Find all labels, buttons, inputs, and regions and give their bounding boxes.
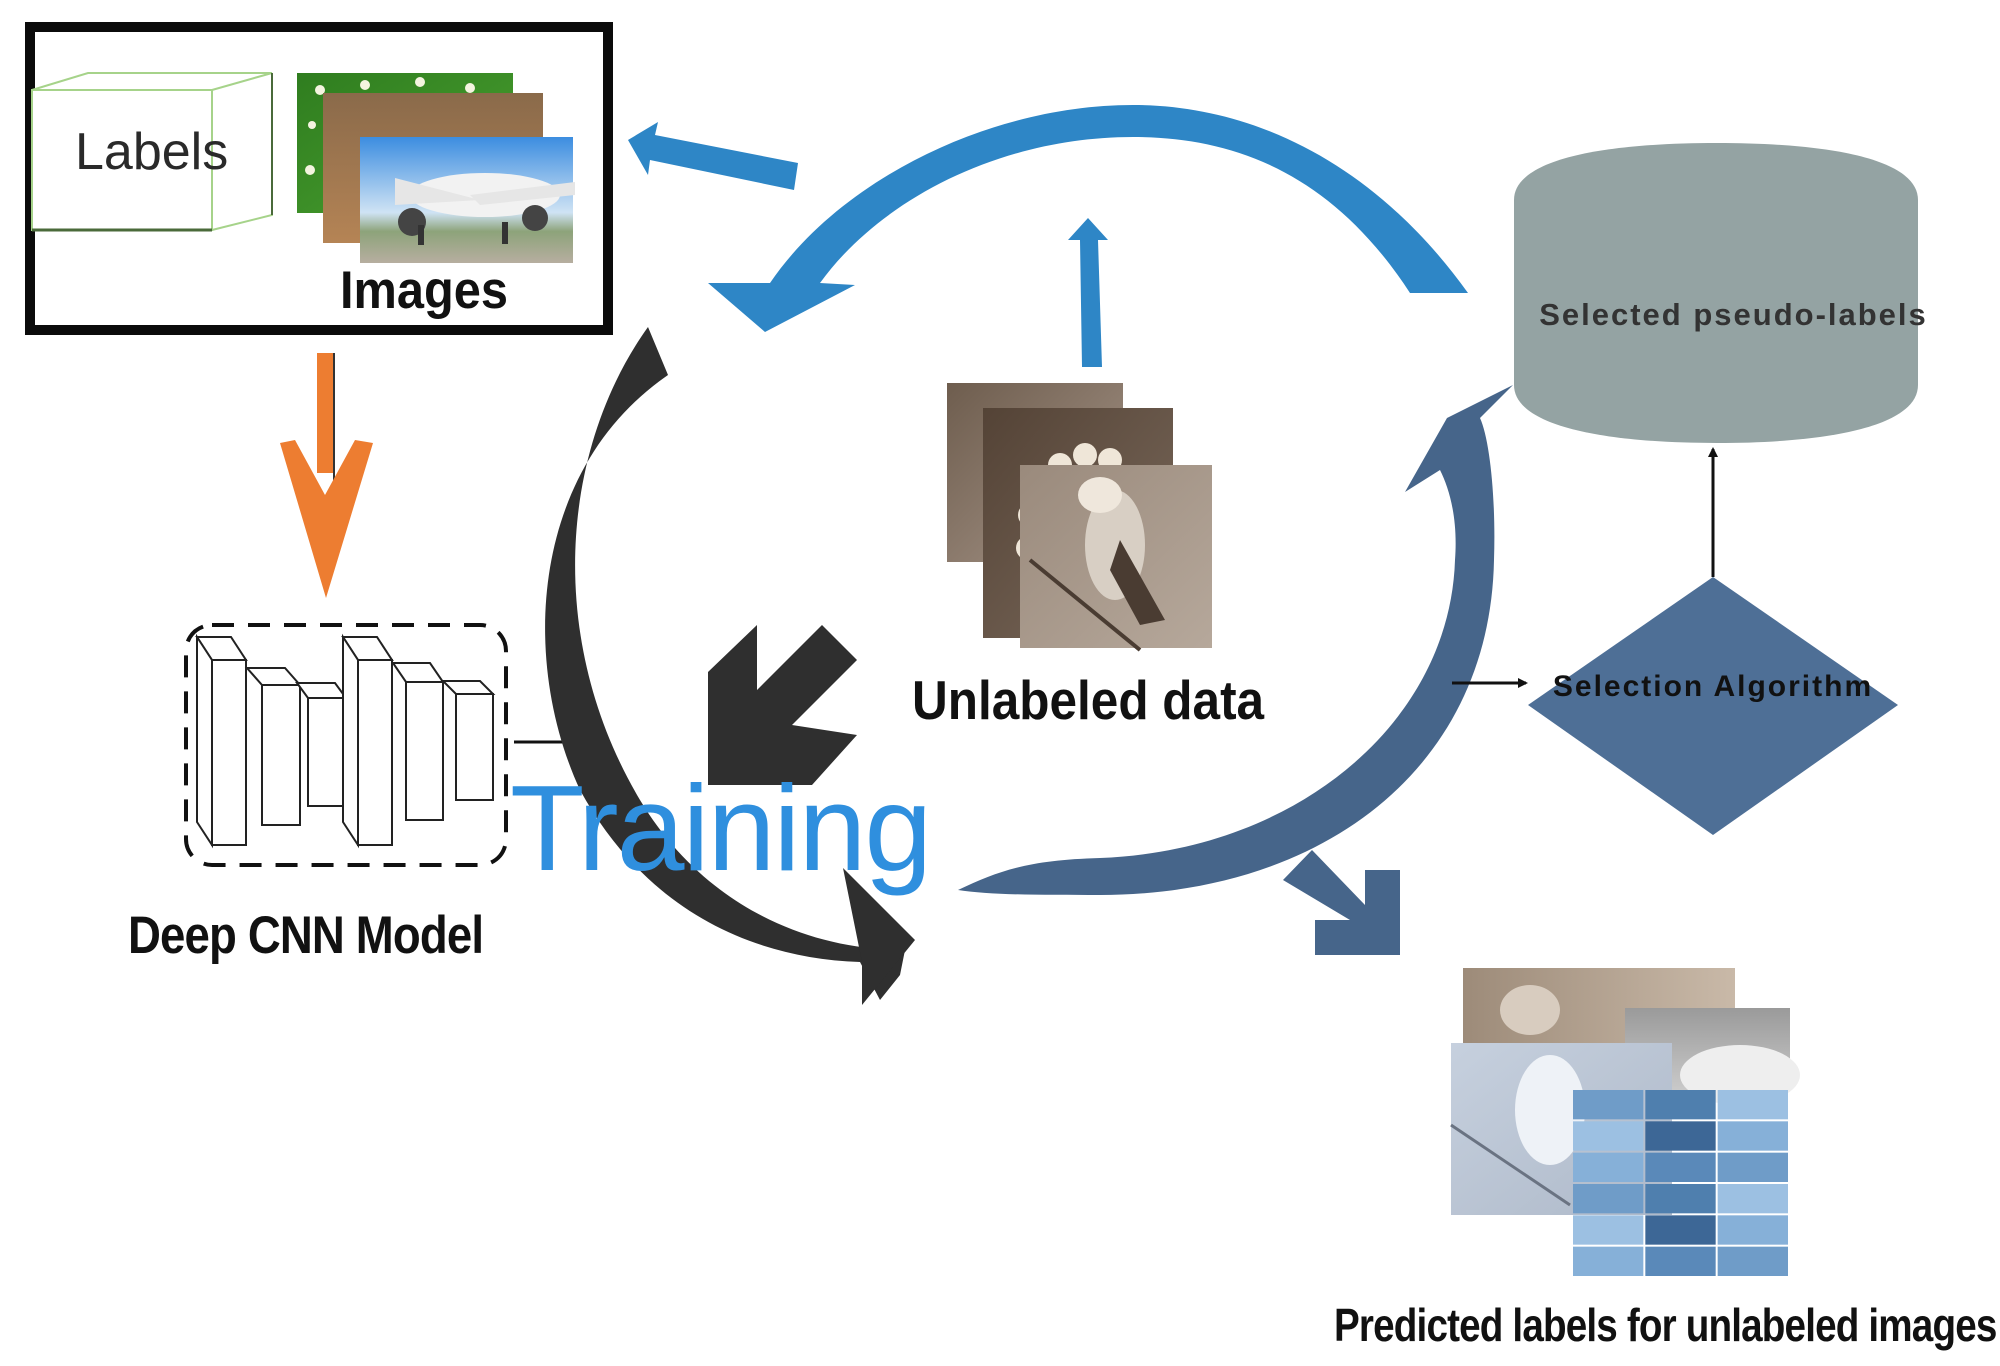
cnn-model-label: Deep CNN Model <box>128 906 484 965</box>
grid-thumbnail <box>1645 1121 1716 1151</box>
pseudo-labels-label: Selected pseudo-labels <box>1539 297 1928 332</box>
unlabeled-up-arrow <box>1068 218 1108 367</box>
grid-thumbnail <box>1717 1184 1788 1214</box>
labels-label: Labels <box>75 123 229 181</box>
grid-thumbnail <box>1645 1184 1716 1214</box>
labels-cube-icon <box>31 72 273 232</box>
unlabeled-images-stack <box>947 383 1212 652</box>
unlabeled-to-training-arrow <box>708 625 857 785</box>
airplane-shape <box>395 173 575 245</box>
selection-algorithm-label: Selection Algorithm <box>1552 670 1874 703</box>
grid-thumbnail <box>1645 1152 1716 1182</box>
predicted-image-grid <box>1573 1090 1788 1276</box>
grid-thumbnail <box>1717 1215 1788 1245</box>
grid-thumbnail <box>1717 1246 1788 1276</box>
grid-thumbnail <box>1717 1090 1788 1120</box>
grid-thumbnail <box>1717 1152 1788 1182</box>
bird-shape <box>1028 477 1165 652</box>
selection-loop-arc <box>958 385 1513 895</box>
cnn-model-icon <box>184 623 508 867</box>
grid-thumbnail <box>1573 1152 1644 1182</box>
grid-thumbnail <box>1573 1246 1644 1276</box>
labeled-images-stack <box>297 73 575 263</box>
training-label: Training <box>510 760 932 896</box>
grid-thumbnail <box>1573 1090 1644 1120</box>
grid-thumbnail <box>1573 1184 1644 1214</box>
labeled-set-box <box>25 22 613 335</box>
orange-down-arrow <box>280 353 373 598</box>
predicted-images-stack <box>1450 968 1800 1276</box>
grid-thumbnail <box>1717 1121 1788 1151</box>
grid-thumbnail <box>1645 1215 1716 1245</box>
unlabeled-data-label: Unlabeled data <box>912 669 1265 731</box>
selection-algorithm-diamond <box>1528 577 1898 835</box>
pseudo-labels-return-arc <box>708 105 1468 332</box>
images-label: Images <box>340 261 509 320</box>
grid-thumbnail <box>1645 1090 1716 1120</box>
grid-thumbnail <box>1573 1215 1644 1245</box>
grid-thumbnail <box>1645 1246 1716 1276</box>
predicted-labels-label: Predicted labels for unlabeled images <box>1334 1299 1997 1351</box>
to-predicted-arrow <box>1283 850 1400 955</box>
training-arc-arrow <box>545 327 915 1005</box>
pseudo-labels-cylinder <box>1514 143 1918 443</box>
grid-thumbnail <box>1573 1121 1644 1151</box>
return-to-labeled-set-arrow <box>628 122 798 190</box>
